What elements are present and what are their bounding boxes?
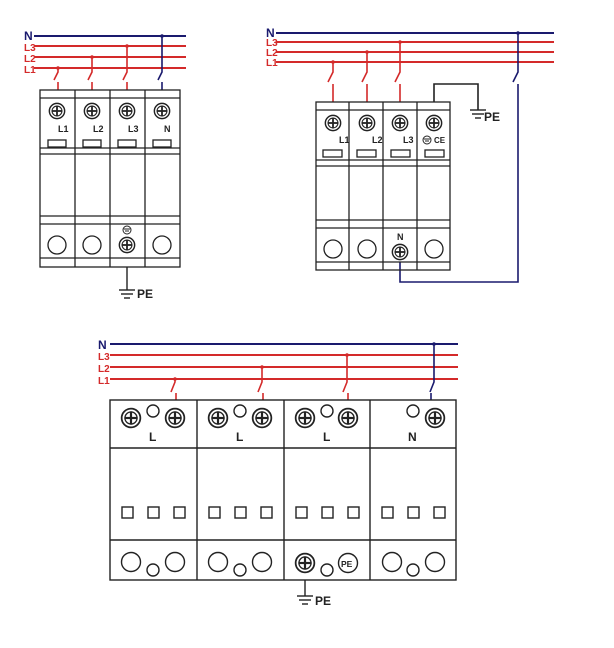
switch-contact-icon (122, 46, 128, 90)
screw-terminal-icon (425, 114, 443, 132)
neutral-return-wire (399, 33, 519, 283)
label-n: N (266, 26, 275, 40)
screw-terminal-icon (118, 236, 136, 254)
label-l3: L3 (24, 43, 36, 54)
switch-contact-icon (327, 62, 334, 102)
label-l1: L1 (98, 376, 110, 387)
diagram-c: N L3 L2 L1 (98, 338, 458, 608)
switch-contact-icon (361, 52, 368, 102)
screw-terminal-icon (207, 407, 229, 429)
terminal-label: L1 (339, 135, 350, 145)
screw-terminal-icon (294, 407, 316, 429)
drop-wires (53, 34, 164, 90)
pe-label: PE (315, 594, 331, 608)
screw-terminal-icon (358, 114, 376, 132)
terminal-label: L2 (93, 124, 104, 134)
label-l1: L1 (24, 65, 36, 76)
module-label: N (408, 430, 417, 444)
bus-lines (34, 35, 186, 69)
spd-device-b (315, 101, 451, 271)
screw-terminal-icon (324, 114, 342, 132)
screw-terminal-icon (294, 552, 316, 574)
label-l2: L2 (266, 48, 278, 59)
bus-lines (276, 32, 554, 63)
screw-terminal-icon (120, 407, 142, 429)
label-l3: L3 (266, 38, 278, 49)
switch-contact-icon (53, 68, 59, 90)
screw-terminal-icon (48, 102, 66, 120)
label-l2: L2 (98, 364, 110, 375)
ground-symbol-icon (422, 135, 432, 145)
switch-contact-icon (342, 355, 349, 400)
label-n: N (98, 338, 107, 352)
ground-symbol-icon (470, 109, 486, 119)
screw-terminal-icon (391, 114, 409, 132)
label-l3: L3 (98, 352, 110, 363)
ground-symbol-icon (122, 225, 132, 235)
switch-contact-icon (87, 57, 93, 90)
spd-device-a (39, 89, 181, 268)
screw-terminal-icon (153, 102, 171, 120)
screw-terminal-icon (391, 243, 409, 261)
bus-lines (110, 343, 458, 380)
ground-symbol-icon (297, 580, 313, 605)
pe-label: PE (484, 110, 500, 124)
screw-terminal-icon (164, 407, 186, 429)
neutral-terminal-label: N (397, 232, 404, 242)
switch-contact-icon (170, 379, 177, 400)
drop-wires (327, 31, 520, 283)
pe-label: PE (137, 287, 153, 301)
module-label: L (323, 430, 330, 444)
switch-contact-icon (429, 344, 435, 400)
screw-terminal-icon (424, 407, 446, 429)
terminal-label: L3 (403, 135, 414, 145)
pe-terminal-label: PE (341, 559, 353, 569)
label-l2: L2 (24, 54, 36, 65)
terminal-label: L1 (58, 124, 69, 134)
module-label: L (149, 430, 156, 444)
drop-wires (170, 342, 436, 400)
switch-contact-icon (157, 36, 163, 90)
screw-terminal-icon (337, 407, 359, 429)
diagram-a: N L3 L2 L1 (24, 29, 186, 301)
switch-contact-icon (394, 42, 401, 102)
ground-symbol-icon (119, 267, 135, 299)
ce-mark-icon: CE (434, 136, 446, 145)
label-n: N (24, 29, 33, 43)
screw-terminal-icon (118, 102, 136, 120)
terminal-label: L2 (372, 135, 383, 145)
screw-terminal-icon (83, 102, 101, 120)
module-label: L (236, 430, 243, 444)
pe-wire (433, 83, 479, 110)
switch-contact-icon (257, 367, 264, 400)
diagram-b: N L3 L2 L1 (266, 26, 554, 283)
terminal-label: N (164, 124, 171, 134)
label-l1: L1 (266, 58, 278, 69)
screw-terminal-icon (251, 407, 273, 429)
spd-device-c (109, 399, 457, 581)
terminal-label: L3 (128, 124, 139, 134)
